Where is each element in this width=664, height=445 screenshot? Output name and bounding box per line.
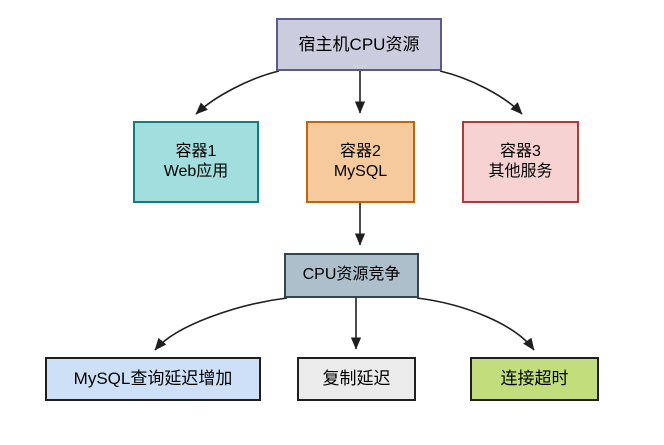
- edge-host-to-container-1: [195, 70, 280, 115]
- node-container-1[interactable]: 容器1 Web应用: [133, 121, 259, 203]
- edge-host-to-container-3: [439, 70, 523, 115]
- node-cpu-contention-label: CPU资源竞争: [302, 266, 401, 284]
- node-connection-timeout-label: 连接超时: [500, 369, 569, 389]
- node-mysql-latency[interactable]: MySQL查询延迟增加: [45, 357, 261, 401]
- node-container-1-label-1: 容器1: [175, 142, 217, 160]
- edge-contention-to-mysql-latency: [154, 297, 288, 351]
- node-container-3-label-1: 容器3: [500, 142, 541, 160]
- node-connection-timeout[interactable]: 连接超时: [470, 357, 599, 401]
- edge-contention-to-connection-timeout: [416, 297, 535, 351]
- node-cpu-contention[interactable]: CPU资源竞争: [284, 253, 419, 298]
- node-container-1-label-2: Web应用: [163, 163, 229, 180]
- node-replication-lag[interactable]: 复制延迟: [297, 357, 416, 401]
- node-container-2[interactable]: 容器2 MySQL: [306, 121, 415, 203]
- node-container-3-label-2: 其他服务: [488, 163, 553, 180]
- node-host-cpu[interactable]: 宿主机CPU资源: [276, 18, 442, 71]
- node-replication-lag-label: 复制延迟: [322, 369, 391, 389]
- node-mysql-latency-label: MySQL查询延迟增加: [73, 369, 233, 389]
- node-container-2-label-2: MySQL: [333, 163, 388, 180]
- node-host-cpu-label: 宿主机CPU资源: [298, 34, 420, 54]
- node-container-3[interactable]: 容器3 其他服务: [462, 121, 579, 203]
- node-container-2-label-1: 容器2: [340, 142, 381, 160]
